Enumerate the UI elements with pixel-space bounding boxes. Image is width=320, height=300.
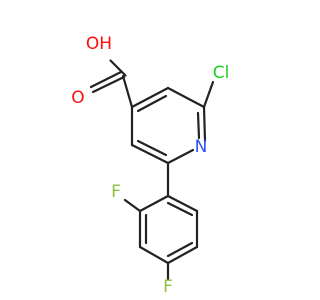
bond-p4-p5-inner — [166, 241, 194, 258]
atom-label-f-para: F — [163, 277, 173, 297]
bond-c5-c6 — [166, 86, 206, 109]
atom-label-n: N — [195, 137, 208, 157]
atom-label-f-ortho: F — [111, 182, 121, 202]
bond-c4-c5 — [130, 86, 170, 109]
atom-label-o: O — [71, 88, 84, 108]
bond-p6-p1-inner — [166, 201, 194, 217]
bond-c2-c3 — [130, 143, 170, 165]
bond-acid-ring — [121, 74, 134, 109]
bond-p4-p5 — [166, 245, 199, 265]
bond-c6-n — [202, 105, 207, 143]
bond-n-c2 — [166, 148, 195, 165]
bond-p6-p1 — [166, 194, 199, 213]
bonds — [89, 59, 215, 281]
bond-c6-n-inner — [196, 111, 201, 140]
bond-p3-p4 — [138, 245, 170, 265]
bond-p2-f — [123, 198, 142, 213]
bond-c-o-double-a — [89, 70, 123, 89]
bond-p1-p2 — [138, 194, 170, 213]
bond-c4-c5-inner — [136, 94, 168, 113]
atom-label-cl: Cl — [213, 63, 230, 83]
bond-c6-cl — [202, 80, 215, 109]
molecule-structure-canvas: OH O Cl N F F — [71, 34, 229, 297]
atom-labels: OH O Cl N F F — [71, 34, 229, 297]
atom-label-oh: OH — [86, 34, 112, 54]
bond-c-o-double-b — [91, 75, 126, 94]
bond-c2-c3-inner — [136, 139, 168, 157]
bond-c-oh — [109, 59, 127, 77]
